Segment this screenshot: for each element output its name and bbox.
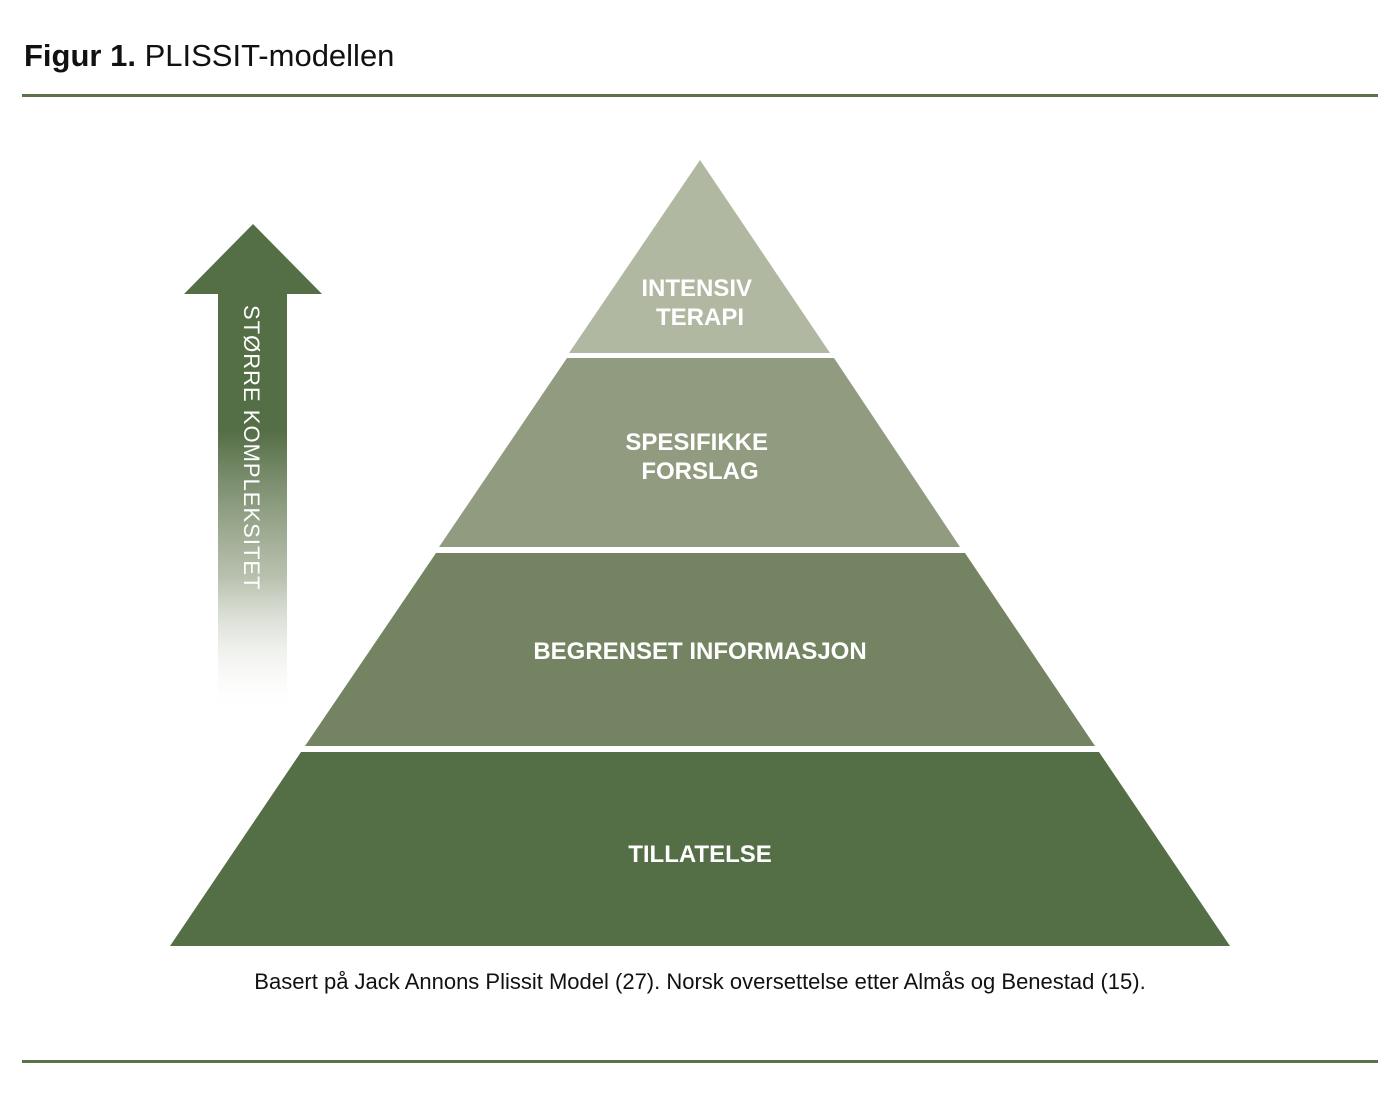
figure-label: Figur 1. (24, 38, 136, 73)
arrow-label: STØRRE KOMPLEKSITET (239, 305, 264, 591)
level-label-line: INTENSIV (641, 275, 752, 302)
level-permission-label: TILLATELSE (628, 841, 772, 868)
bottom-divider (22, 1060, 1378, 1063)
figure-title-text: PLISSIT-modellen (144, 38, 395, 73)
level-specific-suggestions-label: SPESIFIKKE FORSLAG (625, 429, 774, 485)
top-divider (22, 94, 1378, 97)
level-label-line: SPESIFIKKE (625, 429, 768, 456)
level-label-line: TERAPI (656, 304, 744, 331)
pyramid: INTENSIV TERAPI SPESIFIKKE FORSLAG BEGRE… (170, 160, 1230, 946)
level-limited-information-label: BEGRENSET INFORMASJON (533, 638, 866, 665)
arrow-icon (184, 224, 322, 716)
complexity-arrow: STØRRE KOMPLEKSITET (184, 224, 322, 716)
level-label-line: TILLATELSE (628, 841, 772, 868)
level-specific-suggestions (439, 358, 960, 547)
level-label-line: BEGRENSET INFORMASJON (533, 638, 866, 665)
level-permission (170, 752, 1230, 946)
figure-caption: Basert på Jack Annons Plissit Model (27)… (254, 969, 1146, 994)
figure-title: Figur 1. PLISSIT-modellen (24, 36, 394, 76)
level-limited-information (305, 553, 1095, 746)
level-intensive-therapy (569, 160, 830, 353)
level-label-line: FORSLAG (641, 458, 758, 485)
level-intensive-therapy-label: INTENSIV TERAPI (641, 275, 758, 331)
